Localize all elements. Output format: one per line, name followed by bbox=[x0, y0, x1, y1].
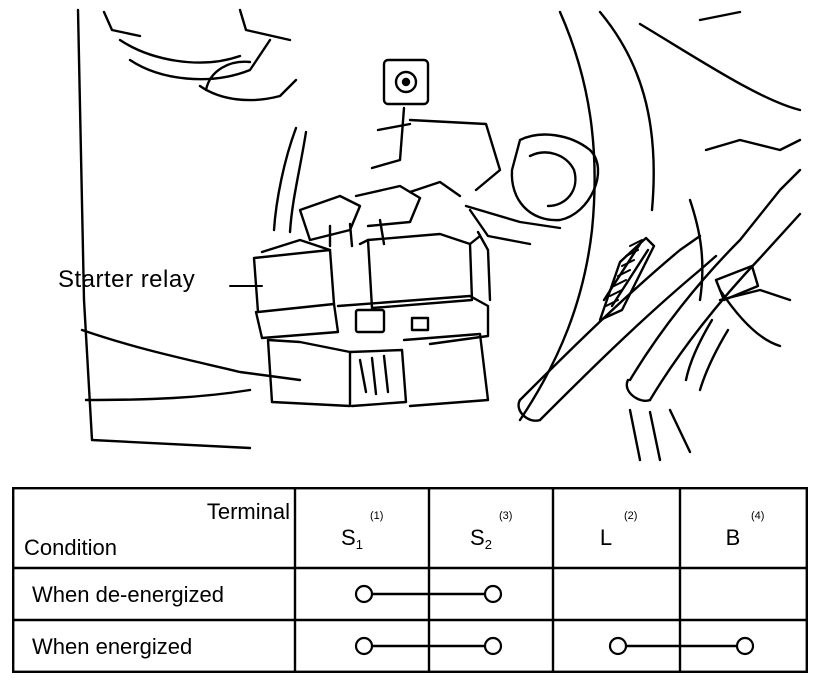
condition-label: When de-energized bbox=[32, 582, 224, 607]
continuity-terminal-circle bbox=[354, 584, 374, 604]
hoses-and-cables bbox=[517, 168, 802, 462]
starter-relay-label: Starter relay bbox=[58, 266, 196, 293]
mounting-bracket bbox=[370, 58, 502, 192]
relay-cluster bbox=[252, 230, 492, 408]
terminal-header: Terminal bbox=[207, 499, 290, 524]
cable-clamp bbox=[684, 264, 760, 392]
continuity-terminal-circle bbox=[354, 636, 374, 656]
terminal-b-header: B bbox=[726, 525, 741, 550]
continuity-terminal-circle bbox=[483, 584, 503, 604]
continuity-table-grid: Terminal Condition S1 (1) S2 (3) L (2) B (4) Wh… bbox=[12, 487, 808, 674]
engine-bay-illustration bbox=[76, 8, 802, 462]
terminal-ref-number: (1) bbox=[370, 510, 383, 522]
fender-structure bbox=[464, 10, 802, 422]
terminal-s2-header: S2 bbox=[470, 525, 492, 552]
continuity-table: Terminal Condition S1 (1) S2 (3) L (2) B (4) Wh… bbox=[12, 487, 808, 674]
terminal-ref-number: (2) bbox=[624, 510, 637, 522]
body-panel-left bbox=[76, 8, 302, 450]
terminal-s1-header: S1 bbox=[341, 525, 363, 552]
hose-spring bbox=[605, 239, 643, 307]
continuity-terminal-circle bbox=[735, 636, 755, 656]
condition-header: Condition bbox=[24, 535, 117, 560]
continuity-terminal-circle bbox=[608, 636, 628, 656]
terminal-l-header: L bbox=[600, 525, 612, 550]
continuity-terminal-circle bbox=[483, 636, 503, 656]
condition-label: When energized bbox=[32, 634, 192, 659]
terminal-ref-number: (4) bbox=[751, 510, 764, 522]
harness-connectors bbox=[272, 126, 462, 248]
terminal-ref-number: (3) bbox=[499, 510, 512, 522]
